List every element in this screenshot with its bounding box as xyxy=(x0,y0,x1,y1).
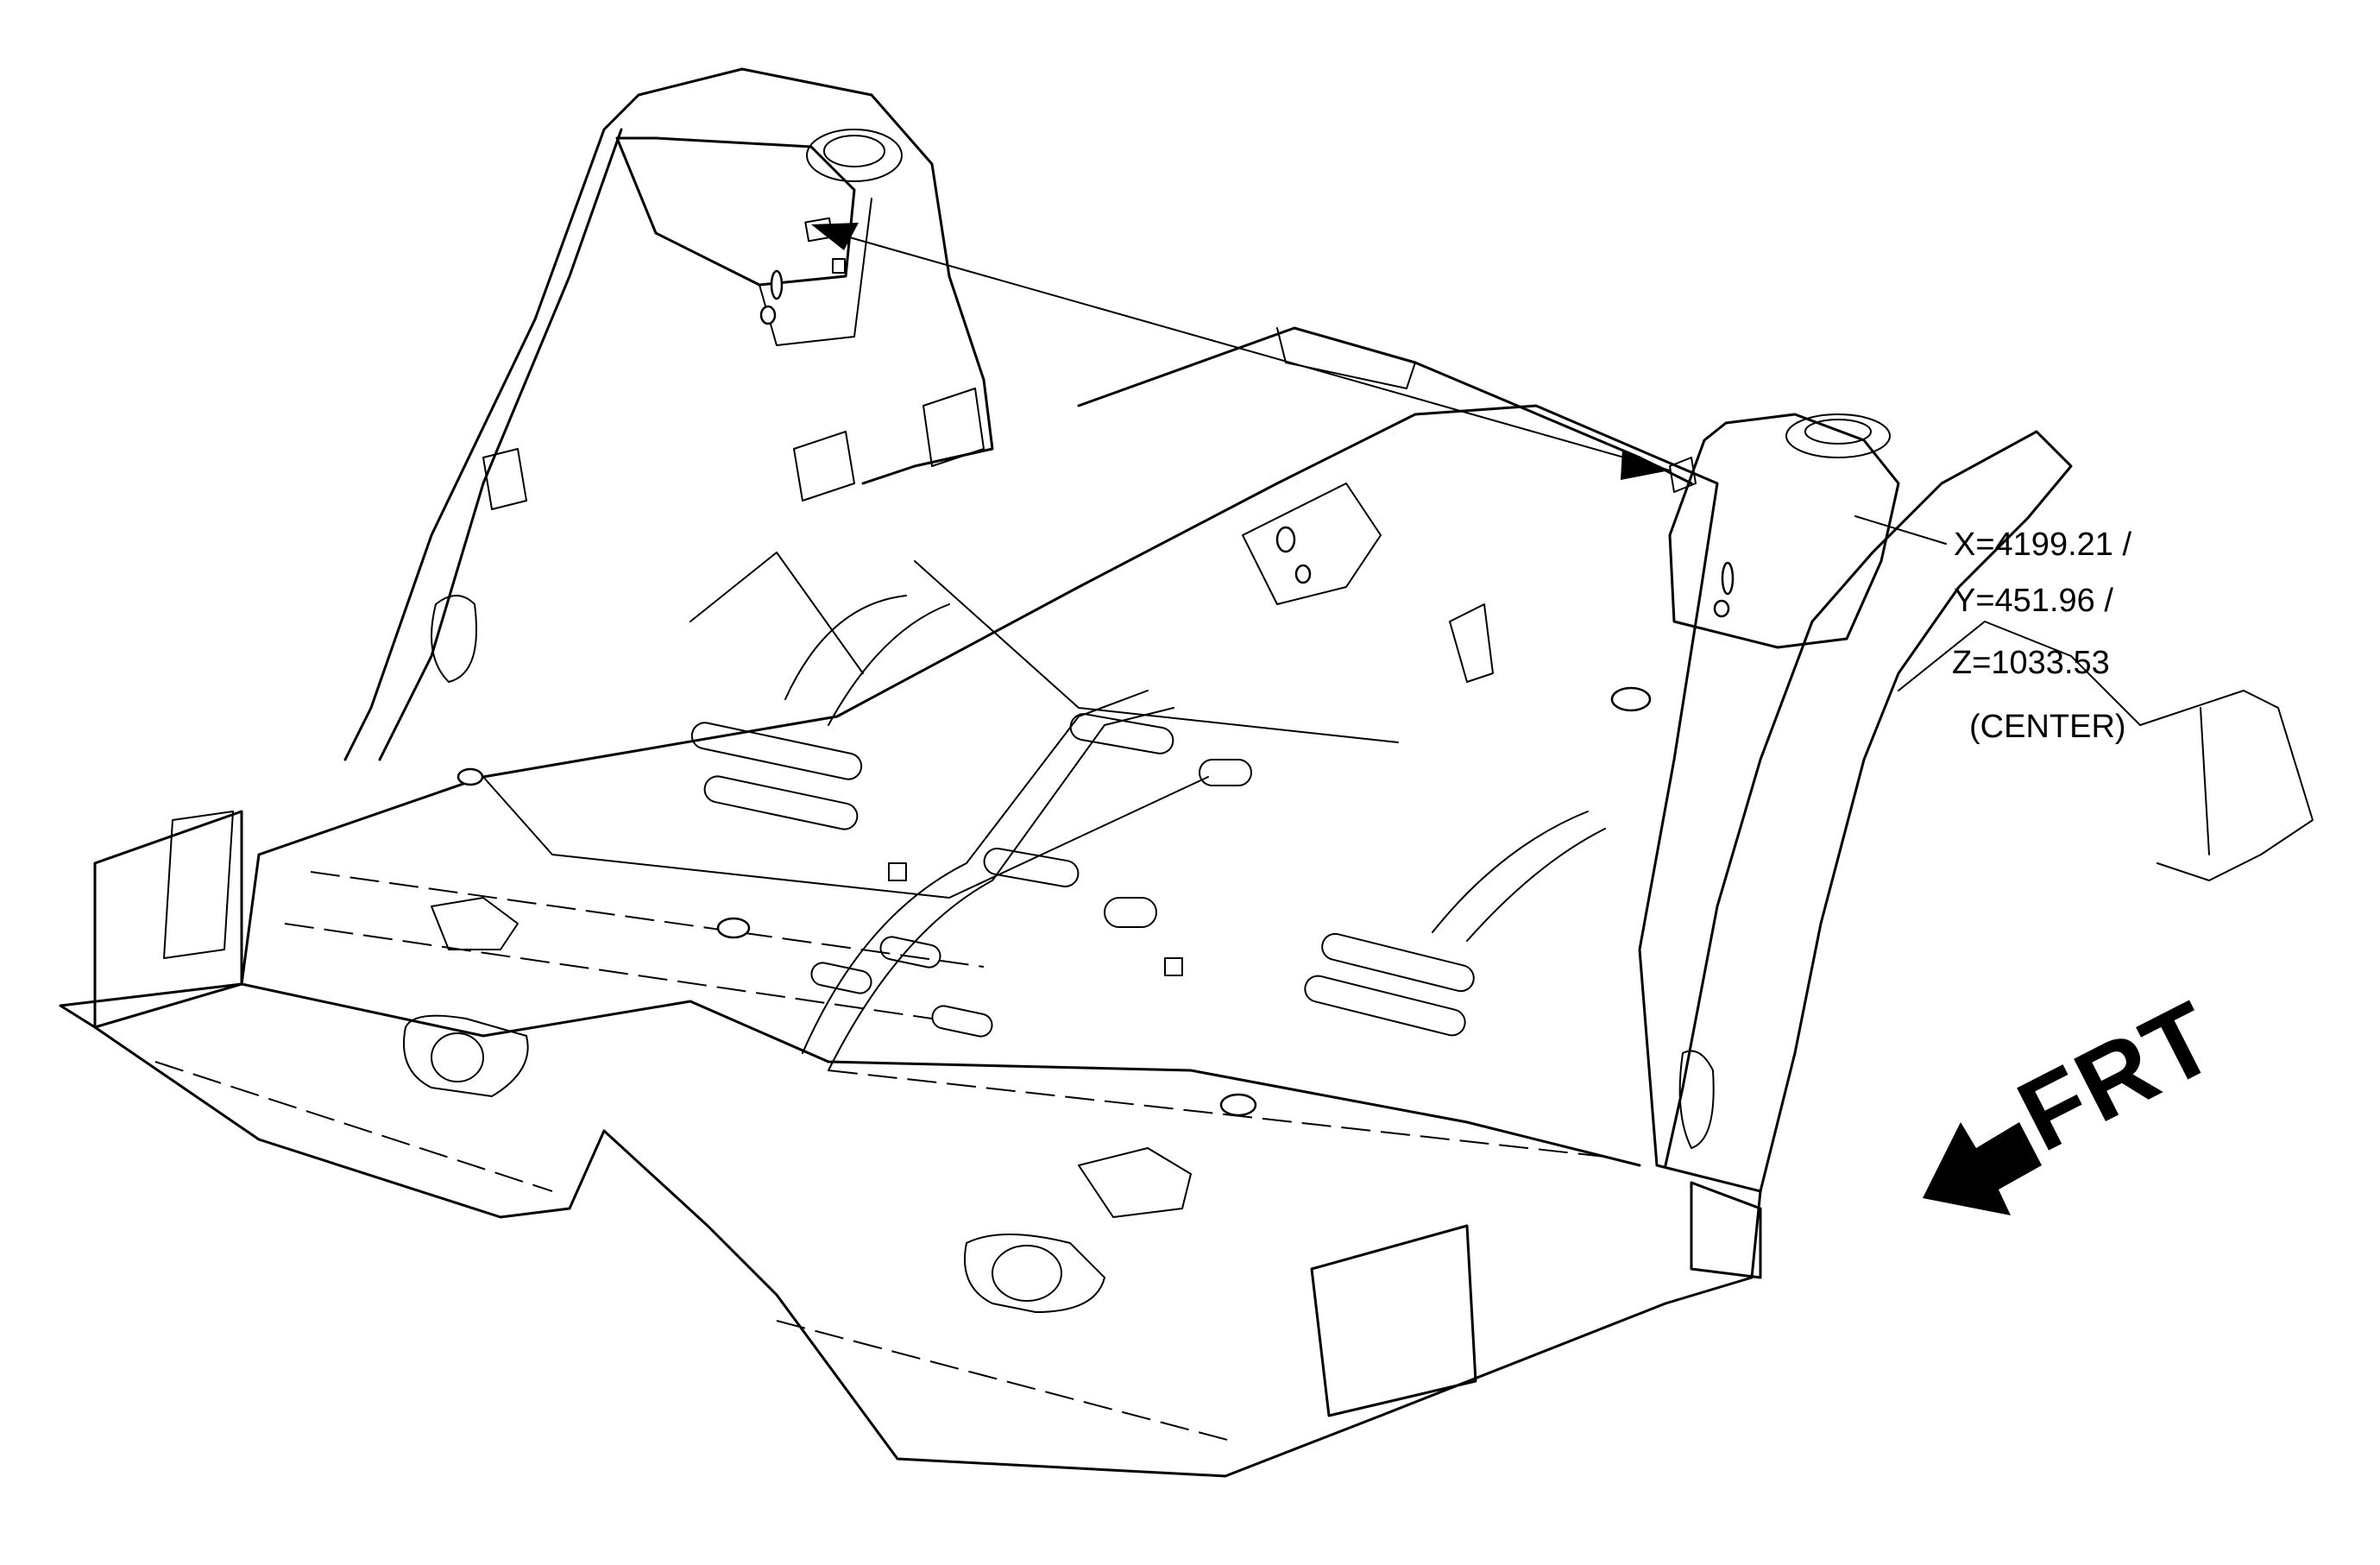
right-rear-quarter-panel xyxy=(1310,413,2314,1417)
left-rear-quarter-panel xyxy=(93,67,994,1029)
rear-cross-member xyxy=(1077,326,1693,683)
arrowhead-icon xyxy=(811,223,859,250)
front-direction-arrow-icon xyxy=(1923,1122,2042,1215)
coordinate-note: (CENTER) xyxy=(1969,709,2126,745)
floor-panel xyxy=(59,404,1762,1478)
measurement-leader xyxy=(828,230,1947,545)
coordinate-y: Y=451.96 / xyxy=(1954,583,2113,619)
arrowhead-icon xyxy=(1621,449,1670,480)
coordinate-x: X=4199.21 / xyxy=(1954,527,2132,563)
floor-ribs xyxy=(690,595,1606,1071)
floor-pockets xyxy=(403,686,1652,1313)
coordinate-z: Z=1033.53 xyxy=(1952,645,2110,681)
